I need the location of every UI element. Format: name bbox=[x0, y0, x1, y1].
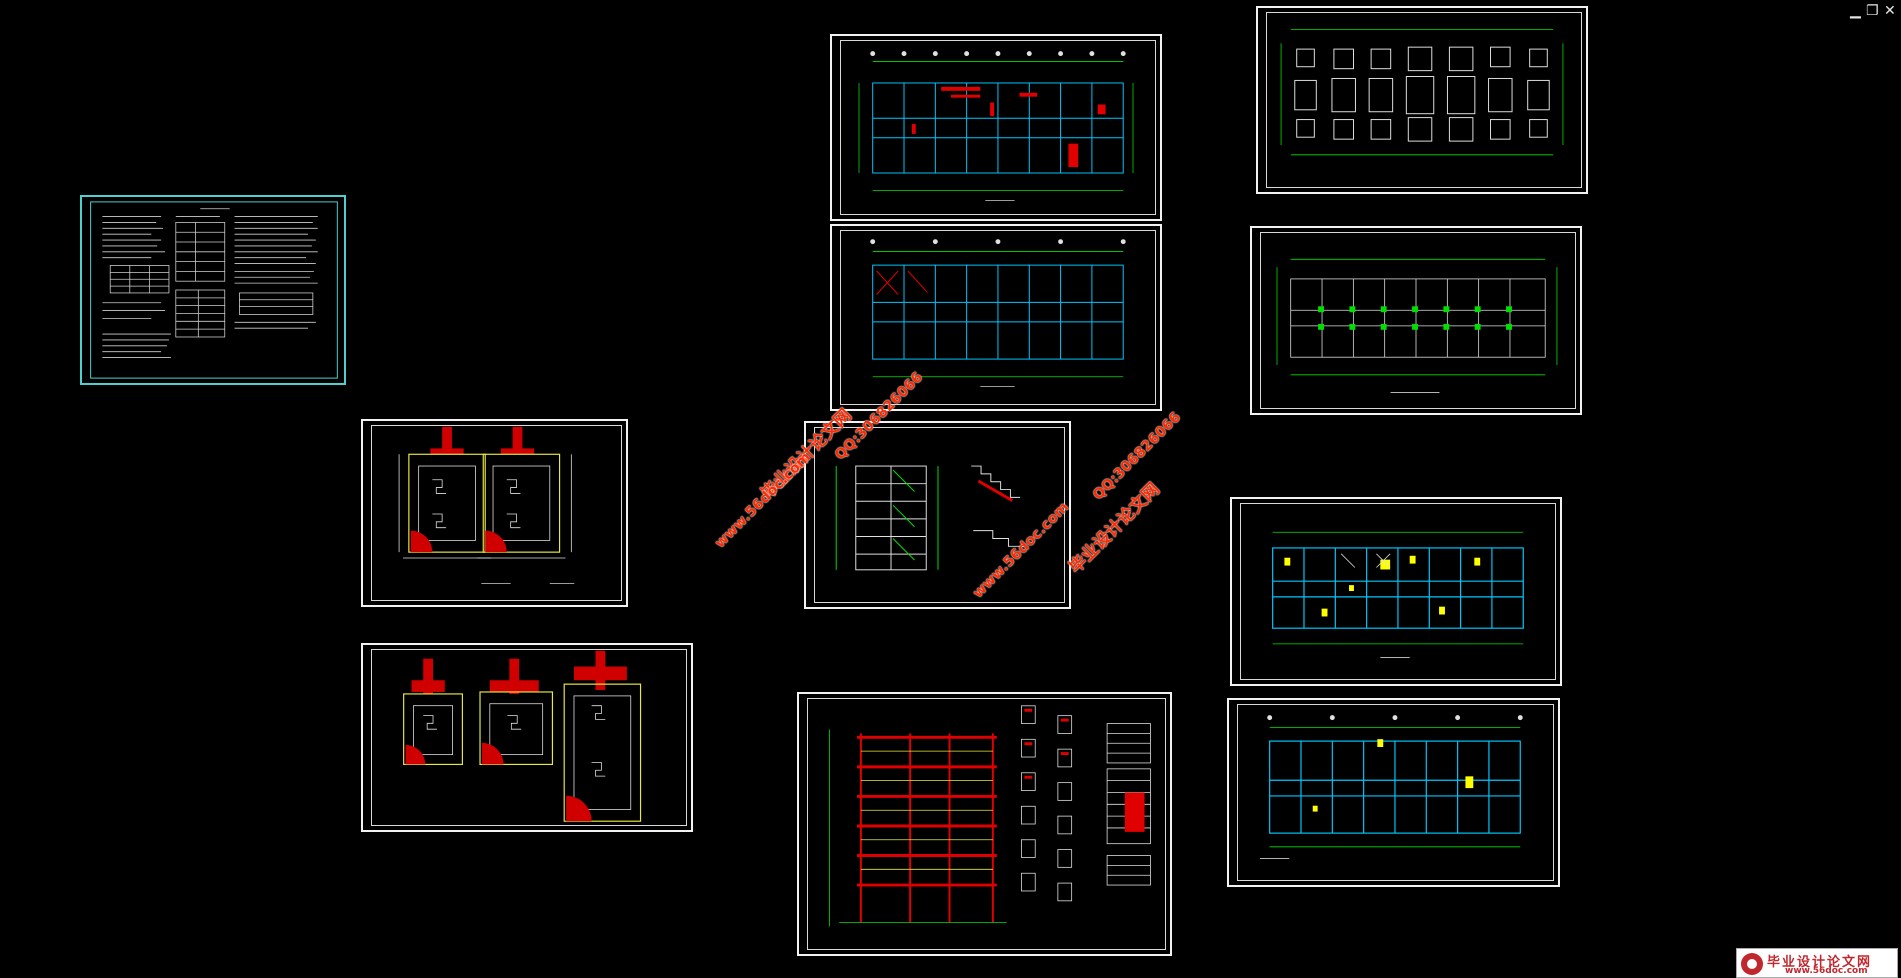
watermark-url-1: www.56doc.com bbox=[712, 449, 815, 552]
sheet-column-layout[interactable] bbox=[1250, 226, 1582, 415]
inner-frame bbox=[371, 425, 622, 601]
sheet-frame-elevation[interactable] bbox=[797, 692, 1172, 956]
floor-plan-1-drawing bbox=[858, 51, 1134, 201]
inner-frame bbox=[1266, 12, 1582, 188]
column-layout-drawing bbox=[1276, 258, 1558, 393]
frame-elevation-drawing bbox=[828, 705, 1151, 927]
inner-frame bbox=[814, 427, 1065, 603]
restore-icon[interactable]: ❐ bbox=[1866, 3, 1879, 19]
close-icon[interactable]: ✕ bbox=[1884, 3, 1896, 19]
notes-drawing bbox=[90, 201, 338, 379]
sheet-design-notes[interactable] bbox=[80, 195, 346, 385]
badge-url: www.56doc.com bbox=[1785, 966, 1868, 976]
foundation-detail-1-drawing bbox=[398, 426, 575, 584]
inner-frame bbox=[1240, 503, 1556, 680]
inner-frame bbox=[1237, 704, 1554, 881]
inner-frame bbox=[371, 649, 687, 826]
stair-section-drawing bbox=[835, 465, 1025, 571]
inner-frame bbox=[1260, 232, 1576, 409]
inner-frame bbox=[840, 40, 1156, 215]
inner-frame bbox=[840, 230, 1156, 405]
floor-plan-2-drawing bbox=[870, 239, 1126, 387]
foundation-plan-drawing bbox=[1280, 29, 1564, 156]
sheet-foundation-plan[interactable] bbox=[1256, 6, 1588, 194]
site-badge: 毕业设计论文网 www.56doc.com bbox=[1736, 948, 1898, 978]
sheet-beam-reinforcement-1[interactable] bbox=[1230, 497, 1562, 686]
minimize-icon[interactable]: ▁ bbox=[1850, 3, 1861, 19]
sheet-foundation-detail-1[interactable] bbox=[361, 419, 628, 607]
beam-reinforcement-2-drawing bbox=[1259, 715, 1523, 859]
sheet-stair-section[interactable] bbox=[804, 421, 1071, 609]
badge-title: 毕业设计论文网 bbox=[1767, 955, 1873, 970]
foundation-detail-2-drawing bbox=[403, 650, 642, 822]
sheet-floor-plan-2[interactable] bbox=[830, 224, 1162, 411]
sheet-beam-reinforcement-2[interactable] bbox=[1227, 698, 1560, 887]
sheet-foundation-detail-2[interactable] bbox=[361, 643, 693, 832]
site-logo-icon bbox=[1741, 953, 1763, 975]
sheet-floor-plan-1[interactable] bbox=[830, 34, 1162, 221]
beam-reinforcement-1-drawing bbox=[1272, 531, 1524, 658]
inner-frame bbox=[807, 698, 1166, 950]
